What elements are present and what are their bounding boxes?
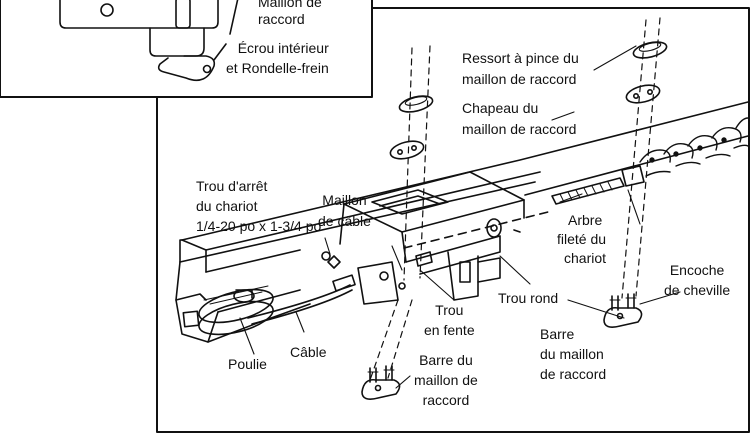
label-barre-left-line2: maillon de <box>414 372 478 388</box>
main-frame <box>156 7 750 433</box>
label-cable-text: Câble <box>290 344 327 360</box>
label-trou-arret-line3: 1/4-20 po x 1-3/4 po <box>196 218 322 234</box>
bar-bottom-left <box>361 365 401 400</box>
label-barre-right-line2: du maillon <box>540 346 604 362</box>
inset-frame <box>0 0 373 98</box>
label-chapeau: Chapeau du maillon de raccord <box>462 100 576 138</box>
bar-right <box>603 293 643 328</box>
label-ressort: Ressort à pince du maillon de raccord <box>462 50 579 88</box>
label-chapeau-line2: maillon de raccord <box>462 121 577 137</box>
inset-label-ecrou-line2: et Rondelle-frein <box>226 60 329 76</box>
cable <box>247 274 356 325</box>
label-encoche: Encoche de cheville <box>664 262 730 299</box>
spring-clip-right <box>632 41 668 59</box>
cap-right <box>625 84 661 104</box>
label-cable: Câble <box>290 344 327 361</box>
label-maillon-cable-line1: Maillon <box>322 192 367 208</box>
label-arbre-line3: chariot <box>564 250 607 266</box>
label-barre-right-line3: de raccord <box>540 366 607 382</box>
pulley <box>198 285 274 336</box>
guide-lines <box>369 17 661 381</box>
label-barre-left-line3: raccord <box>422 392 470 408</box>
label-arbre-line1: Arbre <box>568 212 603 228</box>
label-poulie-text: Poulie <box>228 356 267 372</box>
chain <box>639 117 749 177</box>
label-trou-fente-line2: en fente <box>424 322 475 338</box>
label-ressort-line2: maillon de raccord <box>462 71 577 87</box>
label-trou-arret: Trou d'arrêt du chariot 1/4-20 po x 1-3/… <box>196 178 321 235</box>
inset-label-maillon: Maillon de raccord <box>258 0 322 28</box>
inset-label-ecrou: Écrou intérieur et Rondelle-frein <box>226 40 329 77</box>
label-trou-fente-line1: Trou <box>435 302 464 318</box>
label-ressort-line1: Ressort à pince du <box>462 50 579 66</box>
label-barre-left: Barre du maillon de raccord <box>414 352 478 409</box>
bolt <box>321 251 331 261</box>
label-trou-rond-text: Trou rond <box>498 290 559 306</box>
label-poulie: Poulie <box>228 356 267 373</box>
inset-parts <box>59 0 239 82</box>
label-barre-left-line1: Barre du <box>419 352 473 368</box>
threaded-shaft <box>551 165 645 205</box>
label-encoche-line1: Encoche <box>669 262 725 278</box>
inset-label-ecrou-line1: Écrou intérieur <box>237 40 329 56</box>
label-trou-fente: Trou en fente <box>424 302 475 339</box>
label-maillon-cable-line2: de câble <box>318 213 371 229</box>
label-barre-right-line1: Barre <box>540 326 575 342</box>
leader-lines <box>239 45 681 389</box>
label-encoche-line2: de cheville <box>664 282 731 298</box>
label-trou-rond: Trou rond <box>498 290 558 307</box>
label-arbre: Arbre fileté du chariot <box>554 212 606 267</box>
label-barre-right: Barre du maillon de raccord <box>540 326 606 383</box>
label-chapeau-line1: Chapeau du <box>462 100 539 116</box>
spring-clip-left <box>398 95 434 113</box>
inset-label-maillon-line1: Maillon de <box>258 0 322 10</box>
trolley <box>327 171 525 305</box>
label-trou-arret-line1: Trou d'arrêt <box>196 178 268 194</box>
label-arbre-line2: fileté du <box>556 231 607 247</box>
inset-label-maillon-line2: raccord <box>258 11 305 27</box>
cap-left <box>389 140 425 160</box>
label-trou-arret-line2: du chariot <box>196 198 258 214</box>
label-maillon-cable: Maillon de câble <box>318 192 371 230</box>
